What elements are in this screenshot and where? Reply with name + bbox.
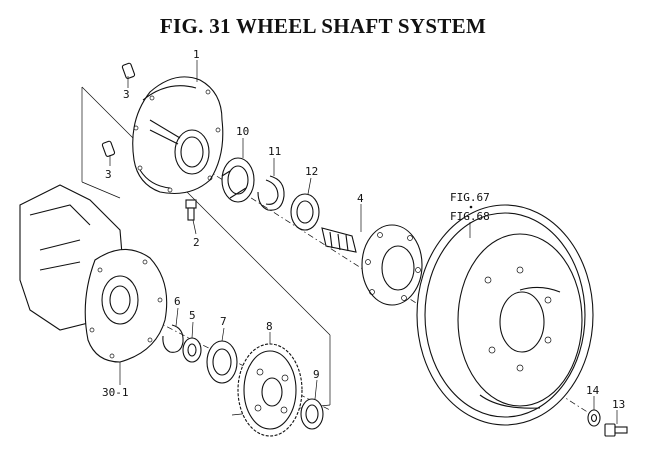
callout-5: 5 (189, 309, 196, 322)
dowel-pin-top (121, 62, 136, 79)
callout-9: 9 (313, 368, 320, 381)
wheel-shaft-4 (321, 224, 423, 306)
callout-13: 13 (612, 398, 625, 411)
dowel-pin-bottom (101, 140, 116, 157)
figure-title: FIG. 31 WHEEL SHAFT SYSTEM (159, 14, 487, 38)
callout-30-1: 30-1 (102, 386, 129, 399)
washer-14 (587, 409, 601, 427)
callout-labels: 1 3 3 10 11 12 2 4 6 5 7 8 9 30-1 14 13 … (102, 48, 625, 411)
callout-7: 7 (220, 315, 227, 328)
washer-12 (290, 193, 320, 231)
axle-housing (19, 184, 168, 363)
callout-2: 2 (193, 236, 200, 249)
callout-8: 8 (266, 320, 273, 333)
bearing-10 (221, 157, 255, 203)
reference-fig-68: FIG.68 (450, 210, 490, 223)
bearing-7 (206, 340, 238, 384)
callout-6: 6 (174, 295, 181, 308)
wheel-rim (416, 204, 594, 426)
callout-11: 11 (268, 145, 281, 158)
callout-4: 4 (357, 192, 364, 205)
cover-housing (132, 76, 224, 195)
bolt-13 (604, 423, 628, 437)
callout-12: 12 (305, 165, 318, 178)
snap-ring-11 (257, 175, 285, 211)
callout-3-bottom: 3 (105, 168, 112, 181)
snap-ring-6 (162, 324, 184, 353)
bolt-2 (185, 199, 197, 221)
leader-lines (109, 60, 618, 424)
gear-8 (237, 343, 303, 437)
callout-10: 10 (236, 125, 249, 138)
callout-14: 14 (586, 384, 600, 397)
callout-1: 1 (193, 48, 200, 61)
reference-fig-67: FIG.67 (450, 191, 490, 204)
collar-9 (300, 398, 324, 430)
washer-5 (182, 337, 202, 363)
reference-dot (469, 205, 473, 209)
callout-3-top: 3 (123, 88, 130, 101)
